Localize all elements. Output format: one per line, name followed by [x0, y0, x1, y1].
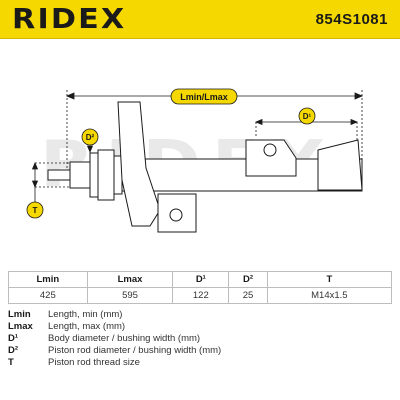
top-washer — [89, 152, 99, 198]
spec-header-d1: D¹ — [172, 271, 230, 288]
spec-header-row: Lmin Lmax D¹ D² T — [8, 271, 393, 288]
part-number: 854S1081 — [315, 11, 388, 28]
legend-desc: Body diameter / bushing width (mm) — [48, 333, 201, 344]
legend-item: T Piston rod thread size — [8, 357, 392, 369]
legend-key: D¹ — [8, 333, 19, 344]
spec-value-row: 425 595 122 25 M14x1.5 — [8, 287, 393, 304]
spec-header-d2: D² — [228, 271, 268, 288]
spec-value-d1: 122 — [172, 287, 230, 304]
header-bar: RIDEX 854S1081 — [0, 0, 400, 39]
rod-nut — [69, 161, 91, 189]
spec-value-d2: 25 — [228, 287, 268, 304]
d2-badge: D² — [81, 128, 99, 146]
length-badge: Lmin/Lmax — [170, 88, 238, 105]
spec-header-lmin: Lmin — [8, 271, 88, 288]
legend-key: T — [8, 357, 14, 368]
length-label: Lmin/Lmax — [180, 92, 228, 102]
legend-key: Lmax — [8, 321, 33, 332]
t-label: T — [33, 206, 38, 215]
mounting-clamp — [245, 139, 297, 177]
legend-desc: Length, min (mm) — [48, 309, 123, 320]
legend-key: Lmin — [8, 309, 31, 320]
legend-item: Lmin Length, min (mm) — [8, 309, 392, 321]
t-badge: T — [26, 201, 44, 219]
legend-desc: Length, max (mm) — [48, 321, 126, 332]
bracket-hole — [169, 208, 183, 222]
t-dimension — [31, 161, 75, 202]
bushing — [97, 149, 115, 201]
piston-rod-thread — [47, 169, 71, 181]
d1-label: D¹ — [303, 112, 312, 121]
legend-desc: Piston rod thread size — [48, 357, 140, 368]
legend-item: Lmax Length, max (mm) — [8, 321, 392, 333]
legend-key: D² — [8, 345, 19, 356]
shock-absorber-diagram: Lmin/Lmax D¹ D² T — [26, 88, 364, 233]
spec-value-lmax: 595 — [86, 287, 174, 304]
d1-badge: D¹ — [298, 107, 316, 125]
brand-logo: RIDEX — [12, 2, 127, 35]
spring-seat-bracket — [117, 101, 161, 227]
d2-label: D² — [86, 133, 95, 142]
shock-absorber — [47, 101, 363, 233]
clamp-hole — [263, 143, 277, 157]
spec-header-t: T — [266, 271, 393, 288]
legend-item: D² Piston rod diameter / bushing width (… — [8, 345, 392, 357]
spec-header-lmax: Lmax — [86, 271, 174, 288]
legend-desc: Piston rod diameter / bushing width (mm) — [48, 345, 222, 356]
legend: Lmin Length, min (mm) Lmax Length, max (… — [8, 309, 392, 369]
spec-value-lmin: 425 — [8, 287, 88, 304]
knuckle-mount — [317, 139, 363, 191]
spec-value-t: M14x1.5 — [266, 287, 393, 304]
spec-table: Lmin Lmax D¹ D² T 425 595 122 25 M14x1.5 — [8, 271, 393, 304]
legend-item: D¹ Body diameter / bushing width (mm) — [8, 333, 392, 345]
